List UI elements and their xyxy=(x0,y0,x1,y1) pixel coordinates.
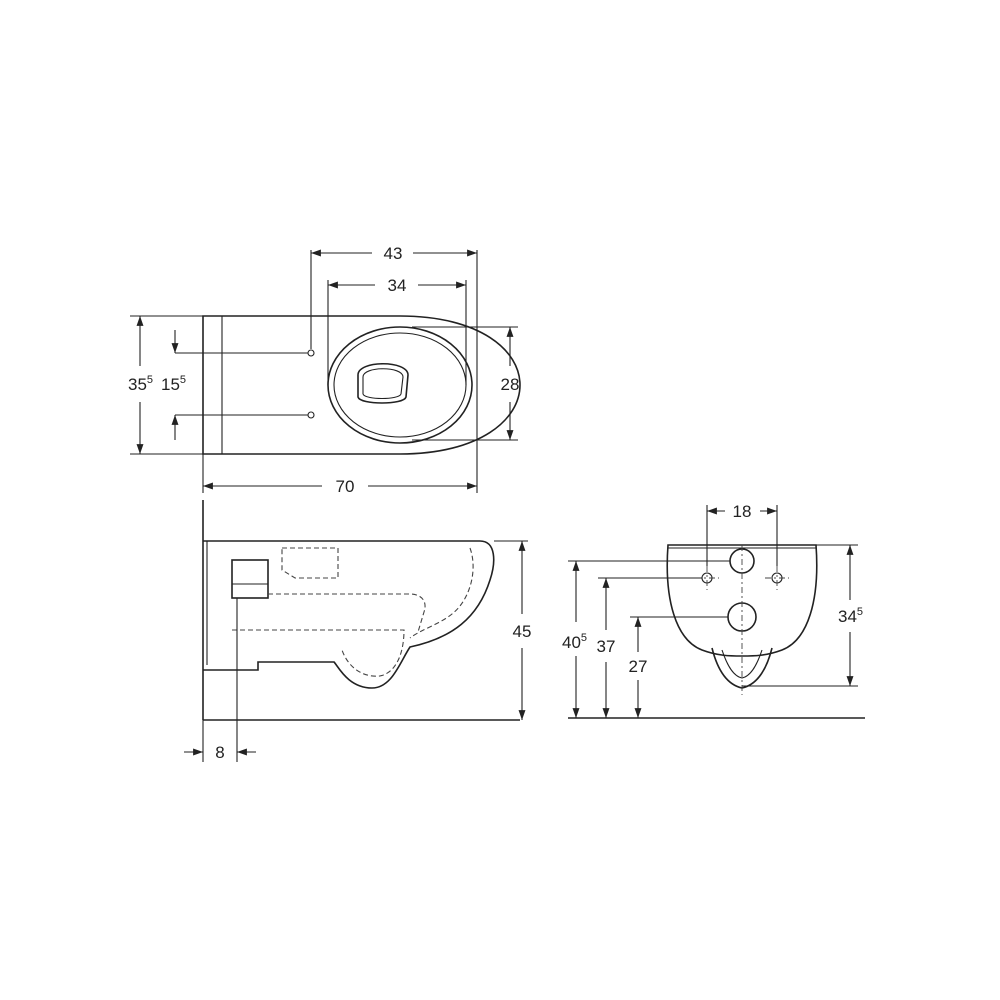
label-43: 43 xyxy=(384,244,403,263)
label-28: 28 xyxy=(501,375,520,394)
rear-view: 18 345 405 37 27 xyxy=(562,502,865,719)
label-8: 8 xyxy=(215,743,224,762)
label-45: 45 xyxy=(513,622,532,641)
side-view: 45 8 xyxy=(184,500,531,762)
top-view: 43 34 28 355 155 70 xyxy=(128,244,521,496)
label-27: 27 xyxy=(629,657,648,676)
label-18: 18 xyxy=(733,502,752,521)
label-40-5: 405 xyxy=(562,632,587,652)
label-34-5: 345 xyxy=(838,606,863,626)
label-70: 70 xyxy=(336,477,355,496)
label-34: 34 xyxy=(388,276,407,295)
label-35-5: 355 xyxy=(128,374,153,394)
label-37: 37 xyxy=(597,637,616,656)
label-15-5: 155 xyxy=(161,374,186,394)
